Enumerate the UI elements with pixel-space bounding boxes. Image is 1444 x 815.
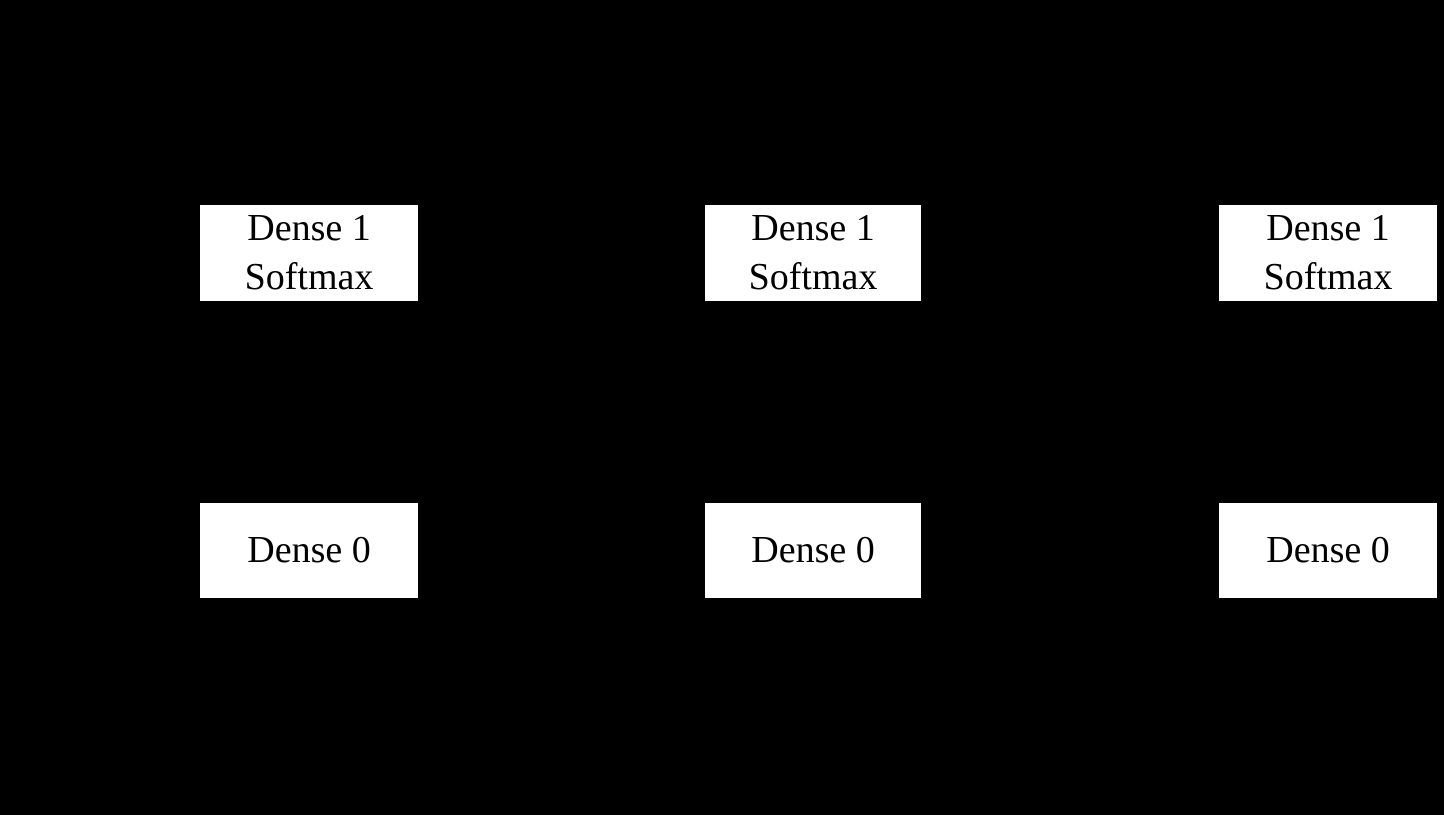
dense0-label: Dense 0 [1266,529,1390,571]
softmax-label: Softmax [748,256,878,298]
dense1-label: Dense 1 [751,207,875,249]
softmax-label: Softmax [244,256,374,298]
dense1-label: Dense 1 [1266,207,1390,249]
dense1-label: Dense 1 [247,207,371,249]
dense0-box-2: Dense 0 [705,503,921,598]
dense1-softmax-box-1: Dense 1 Softmax [200,205,418,301]
dense1-softmax-box-2: Dense 1 Softmax [705,205,921,301]
dense1-softmax-box-3: Dense 1 Softmax [1219,205,1437,301]
softmax-label: Softmax [1263,256,1393,298]
dense0-box-1: Dense 0 [200,503,418,598]
dense0-box-3: Dense 0 [1219,503,1437,598]
dense0-label: Dense 0 [247,529,371,571]
dense0-label: Dense 0 [751,529,875,571]
